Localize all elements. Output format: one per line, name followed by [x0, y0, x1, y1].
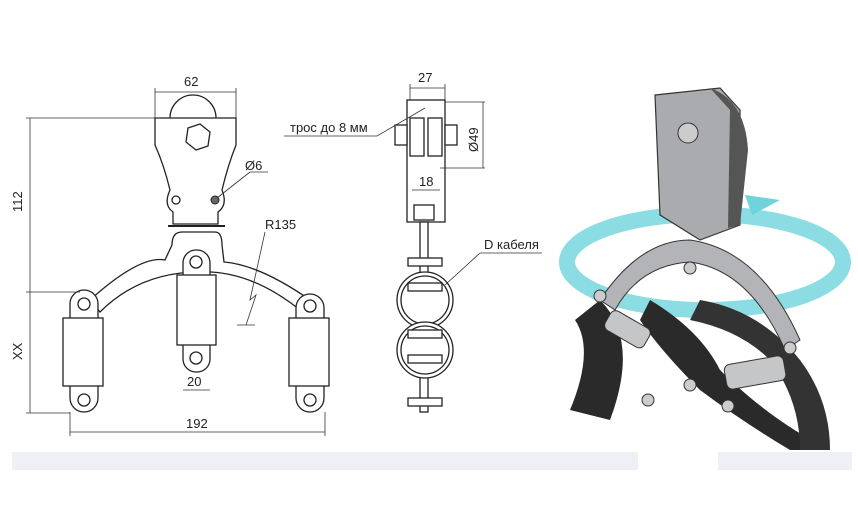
clamp-left [62, 289, 104, 413]
side-view: 27 трос до 8 мм Ø49 18 D кабеля [284, 70, 542, 413]
dim-clamp-height: XX [10, 342, 25, 360]
cable-right [640, 300, 830, 450]
dim-hole-diameter: Ø6 [245, 158, 262, 173]
clamp-right [288, 293, 330, 413]
rotation-arrow-icon [745, 195, 780, 215]
front-view: 62 Ø6 R135 112 XX 20 192 [10, 74, 330, 436]
dim-27: 27 [418, 70, 432, 85]
cable-diameter-note: D кабеля [484, 237, 539, 252]
footer-strip-left [12, 452, 638, 470]
clamp-center [176, 249, 217, 373]
yoke [599, 239, 801, 351]
dim-wheel-diameter: Ø49 [466, 127, 481, 152]
footer-strip-right [718, 452, 852, 470]
dim-62: 62 [184, 74, 198, 89]
dim-height: 112 [10, 191, 25, 212]
render-3d [559, 87, 851, 450]
dim-clamp-width: 20 [187, 374, 201, 389]
dim-18: 18 [419, 174, 433, 189]
dim-total-width: 192 [186, 416, 208, 431]
cable-note: трос до 8 мм [290, 120, 368, 135]
top-plate [654, 87, 741, 241]
dim-radius: R135 [265, 217, 296, 232]
